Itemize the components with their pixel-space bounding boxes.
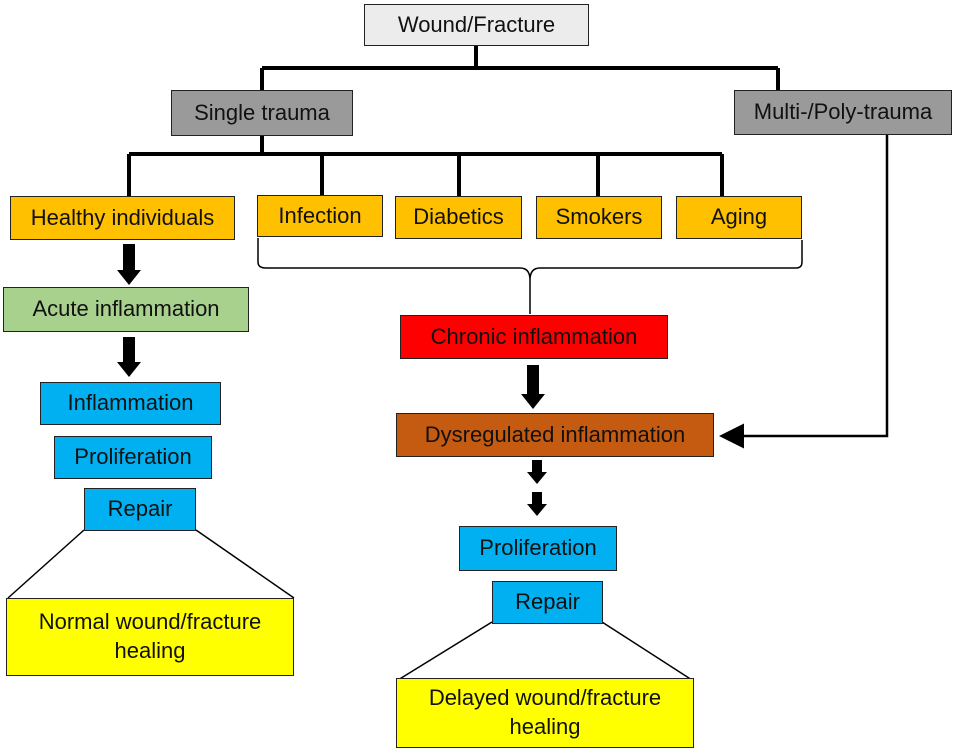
smokers-box: Smokers — [536, 196, 662, 239]
acute-inflammation-box: Acute inflammation — [3, 287, 249, 332]
proliferation-right-label: Proliferation — [479, 535, 597, 561]
proliferation-left-label: Proliferation — [74, 444, 192, 470]
smokers-label: Smokers — [555, 204, 643, 230]
multi-poly-trauma-box: Multi-/Poly-trauma — [734, 90, 952, 135]
wound-fracture-label: Wound/Fracture — [397, 11, 556, 37]
infection-label: Infection — [278, 202, 362, 228]
healthy-individuals-label: Healthy individuals — [30, 204, 215, 230]
arrow-chronic-dysregulated — [521, 365, 545, 409]
single-trauma-box: Single trauma — [171, 90, 353, 136]
proliferation-left-box: Proliferation — [54, 436, 212, 479]
normal-healing-box: Normal wound/fracture healing — [6, 598, 294, 676]
repair-right-label: Repair — [515, 589, 580, 615]
down-arrows — [117, 244, 547, 516]
chronic-inflammation-label: Chronic inflammation — [430, 323, 638, 349]
inflammation-label: Inflammation — [67, 390, 194, 416]
dysregulated-inflammation-label: Dysregulated inflammation — [424, 421, 686, 447]
normal-healing-label: Normal wound/fracture healing — [38, 609, 262, 663]
proliferation-right-box: Proliferation — [459, 526, 617, 571]
outcome-trapezoids — [7, 529, 693, 681]
repair-right-box: Repair — [492, 581, 603, 624]
single-trauma-label: Single trauma — [194, 99, 330, 125]
infection-box: Infection — [257, 195, 383, 237]
single-trauma-connector — [127, 134, 724, 198]
dysregulated-inflammation-box: Dysregulated inflammation — [396, 413, 714, 457]
delayed-healing-label: Delayed wound/fracture healing — [428, 685, 662, 739]
multi-poly-trauma-label: Multi-/Poly-trauma — [753, 99, 933, 125]
root-tree-connector — [260, 44, 780, 92]
aging-label: Aging — [710, 204, 768, 230]
repair-left-box: Repair — [84, 488, 196, 531]
group-brace — [257, 238, 803, 314]
multi-trauma-connector — [719, 135, 889, 449]
wound-fracture-box: Wound/Fracture — [364, 4, 589, 46]
arrow-dysregulated-2 — [527, 492, 547, 516]
chronic-inflammation-box: Chronic inflammation — [400, 315, 668, 359]
arrow-healthy-acute — [117, 244, 141, 285]
diabetics-box: Diabetics — [395, 196, 522, 239]
repair-left-label: Repair — [107, 496, 173, 522]
aging-box: Aging — [676, 196, 802, 239]
diabetics-label: Diabetics — [413, 204, 504, 230]
inflammation-box: Inflammation — [40, 382, 221, 425]
delayed-healing-box: Delayed wound/fracture healing — [396, 678, 694, 748]
arrow-dysregulated-1 — [527, 460, 547, 484]
healthy-individuals-box: Healthy individuals — [10, 196, 235, 240]
arrow-acute-inflammation — [117, 337, 141, 377]
acute-inflammation-label: Acute inflammation — [32, 296, 220, 322]
